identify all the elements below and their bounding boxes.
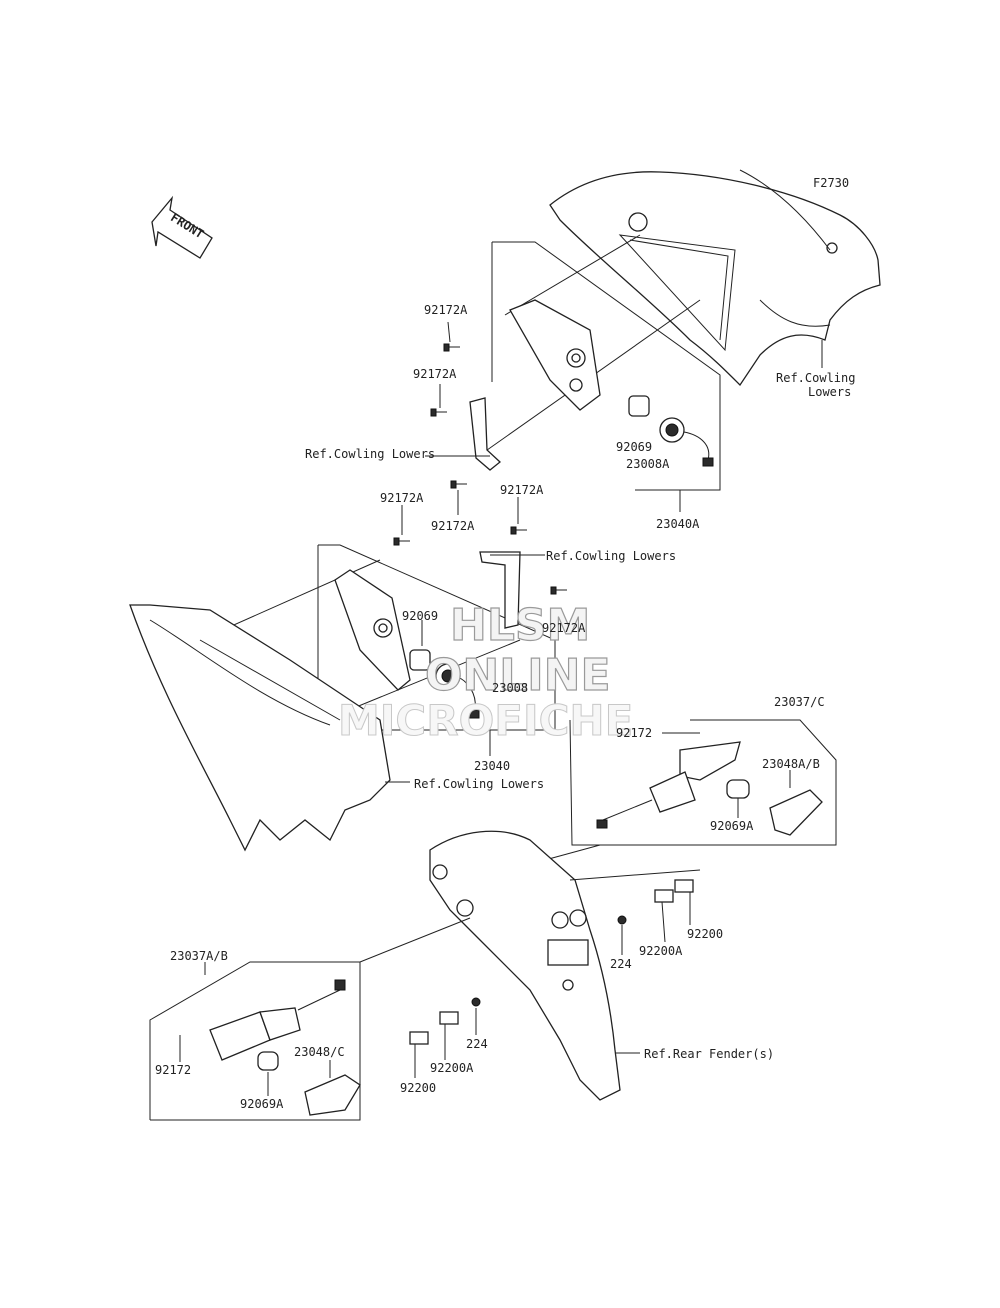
label-92200A-1: 92200A [639,944,683,958]
upper-bulb [628,395,650,417]
label-23048AB: 23048A/B [762,757,820,771]
screw-icon [430,408,447,417]
screw-icon [617,915,627,925]
label-ref-cowling-2: Ref.Cowling Lowers [305,447,435,461]
label-92172A-1: 92172A [424,303,468,317]
watermark-line1: HLSM [450,600,590,651]
label-23040: 23040 [474,759,510,773]
right-lens [769,789,823,836]
lower-cowling-illustration [129,604,391,852]
left-turn-signal [209,979,346,1061]
middle-socket [435,663,480,719]
screw-icon [510,526,527,535]
clip-icon [674,879,694,893]
screw-icon [471,997,481,1007]
screw-icon [393,537,410,546]
label-92069A-1: 92069A [710,819,754,833]
label-ref-cowling-4: Ref.Cowling Lowers [414,777,544,791]
label-ref-cowling-3: Ref.Cowling Lowers [546,549,676,563]
label-92172A-5: 92172A [500,483,544,497]
label-23008: 23008 [492,681,528,695]
label-ref-rear-fender: Ref.Rear Fender(s) [644,1047,774,1061]
label-92172-2: 92172 [155,1063,191,1077]
watermark-line3: MICROFICHE [338,696,633,745]
label-92200-1: 92200 [687,927,723,941]
screw-icon [443,343,460,352]
clip-icon [654,889,674,903]
label-23037C: 23037/C [774,695,825,709]
screw-icon [450,480,467,489]
clip-icon [439,1011,459,1025]
label-92069-2: 92069 [402,609,438,623]
label-23008A: 23008A [626,457,670,471]
upper-mounting-bracket [469,299,601,471]
label-92069-1: 92069 [616,440,652,454]
right-turn-signal [596,741,741,829]
label-92172A-3: 92172A [431,519,475,533]
upper-socket [659,417,714,467]
screw-icon [550,586,567,595]
middle-bulb [409,649,431,671]
front-arrow-icon: FRONT [151,195,213,259]
label-23037AB: 23037A/B [170,949,228,963]
label-92172A-4: 92172A [380,491,424,505]
watermark: HLSM ONLINE MICROFICHE [338,599,634,745]
label-92172A-2: 92172A [413,367,457,381]
label-ref-cowling-1b: Lowers [808,385,851,399]
label-92172A-6: 92172A [542,621,586,635]
middle-mounting-bracket [334,551,521,691]
label-224-2: 224 [466,1037,488,1051]
left-bulb [257,1051,279,1071]
label-23048C: 23048/C [294,1045,345,1059]
clip-icon [409,1031,429,1045]
label-92172-1: 92172 [616,726,652,740]
label-92069A-2: 92069A [240,1097,284,1111]
watermark-line2: ONLINE [425,650,611,701]
left-lens [304,1074,361,1116]
label-23040A: 23040A [656,517,700,531]
figure-code: F2730 [813,176,849,190]
label-224-1: 224 [610,957,632,971]
label-92200A-2: 92200A [430,1061,474,1075]
right-bulb [726,779,750,799]
label-ref-cowling-1a: Ref.Cowling [776,371,855,385]
rear-fender-illustration [429,830,621,1101]
label-92200-2: 92200 [400,1081,436,1095]
upper-cowling-illustration [549,169,881,387]
